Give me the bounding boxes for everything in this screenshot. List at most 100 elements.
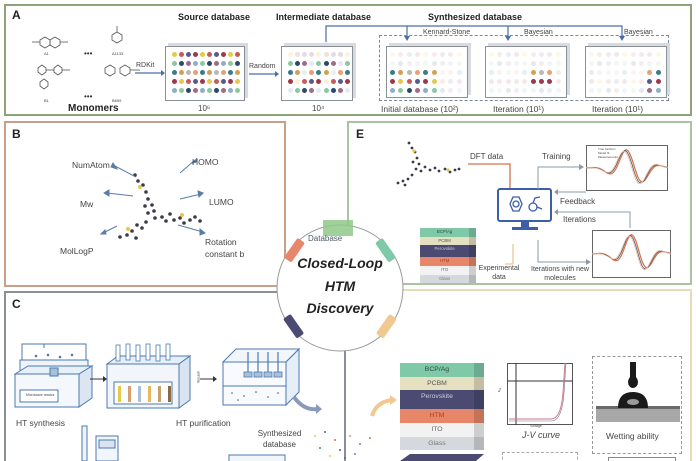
db-dot [415, 79, 420, 84]
db-dot [505, 88, 511, 93]
device-layer-htm: HTM [420, 257, 470, 267]
method-label-kennard-stone: Kennard-Stone [423, 29, 471, 36]
db-dot [423, 70, 429, 75]
db-dot [295, 88, 301, 93]
panel-c: C [4, 291, 346, 461]
db-dot [214, 70, 219, 75]
db-dot [614, 61, 619, 66]
db-dot [605, 79, 611, 84]
db-dot [448, 88, 454, 93]
db-dot [406, 79, 412, 84]
db-dot [589, 88, 594, 93]
source-db-size: 10⁶ [198, 104, 211, 113]
dft-data-label: DFT data [470, 152, 504, 161]
db-dot [337, 79, 343, 84]
db-dot [605, 70, 611, 75]
db-dot [505, 52, 511, 57]
db-dot [390, 61, 395, 66]
descriptor-arrows [99, 157, 206, 236]
random-label: Random [249, 63, 276, 70]
db-dot [172, 70, 177, 75]
db-dot [186, 79, 191, 84]
db-dot [647, 70, 653, 75]
descriptor-numatom: NumAtom [72, 160, 110, 170]
descriptor-mollogp: MolLogP [60, 246, 94, 256]
db-dot [505, 70, 511, 75]
random-arrow [249, 71, 279, 77]
db-dot [639, 79, 644, 84]
db-dot [235, 79, 240, 84]
panel-e: E [347, 121, 692, 285]
contact-angle-droplet [596, 362, 680, 422]
device-layer-side [473, 390, 484, 410]
panel-e-label: E [356, 127, 365, 141]
panel-a: A [4, 4, 692, 116]
experimental-arrow [505, 244, 514, 265]
db-dot [415, 70, 420, 75]
db-dot [547, 52, 553, 57]
iteration-2-box [585, 46, 667, 98]
db-dot [589, 79, 594, 84]
db-dot [221, 79, 226, 84]
db-dot [547, 88, 553, 93]
db-dot [597, 61, 603, 66]
db-dot [207, 79, 212, 84]
db-dot [514, 70, 519, 75]
db-dot [456, 88, 462, 93]
microwave-reactor-illustration [13, 343, 94, 408]
db-dot [655, 88, 661, 93]
descriptor-homo: HOMO [192, 157, 219, 167]
ht-purification-tubes [105, 343, 192, 409]
device-stack-d-bottom [400, 454, 484, 461]
db-dot [423, 61, 429, 66]
db-dot [172, 52, 177, 57]
db-dot [214, 61, 219, 66]
db-dot [505, 79, 511, 84]
source-db-dots [172, 52, 242, 97]
iteration-1-caption: Iteration (10¹) [493, 104, 545, 114]
db-dot [221, 52, 226, 57]
iteration-2-caption: Iteration (10¹) [592, 104, 644, 114]
device-layer-side [469, 228, 476, 237]
monomer-label-a1: A1 [44, 51, 49, 56]
db-dot [214, 88, 219, 93]
db-dot [431, 70, 437, 75]
jv-ylabel: J [498, 388, 501, 394]
device-layer-side [473, 376, 484, 391]
db-dot [597, 88, 603, 93]
db-dot [323, 88, 329, 93]
db-dot [497, 88, 503, 93]
device-layer-side [469, 257, 476, 267]
monomer-label-b1: B1 [44, 98, 49, 103]
training-label: Training [542, 152, 571, 161]
db-dot [639, 88, 644, 93]
db-dot [344, 79, 350, 84]
db-dot [655, 70, 661, 75]
db-dot [647, 61, 653, 66]
db-dot [522, 61, 528, 66]
db-dot [221, 88, 226, 93]
iteration-chart-curves [591, 234, 672, 271]
db-dot [597, 52, 603, 57]
device-layer-bcpag: BCP/Ag [420, 228, 470, 237]
db-dot [186, 61, 191, 66]
db-dot [489, 88, 494, 93]
device-layer-glass: Glass [420, 274, 470, 284]
db-dot [323, 52, 329, 57]
db-dot [489, 70, 494, 75]
experimental-data-label: Experimental data [478, 265, 520, 281]
ellipsis-bottom: ••• [84, 92, 93, 101]
db-dot [423, 88, 429, 93]
jv-dashed-box-bottom [502, 452, 578, 461]
db-dot [497, 70, 503, 75]
synthesis-to-purification-arrow [90, 376, 107, 382]
db-dot [288, 88, 293, 93]
db-dot [497, 61, 503, 66]
device-layer-side [469, 245, 476, 258]
db-dot [316, 70, 322, 75]
curve-series-0 [585, 149, 669, 183]
db-dot [440, 79, 445, 84]
db-dot [228, 79, 233, 84]
db-dot [316, 52, 322, 57]
iter-new-molecules-label: Iterations with new molecules [531, 266, 589, 282]
